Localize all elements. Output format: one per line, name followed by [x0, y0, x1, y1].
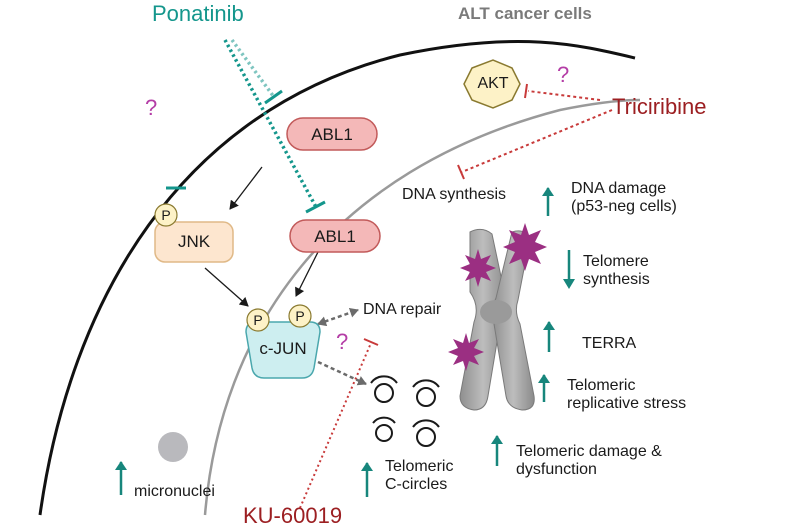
arrow-cjun-dna-repair — [317, 307, 359, 327]
jnk-label: JNK — [177, 232, 211, 251]
arrow-abl1-to-jnk — [229, 166, 263, 210]
arrow-cjun-to-c-circles — [317, 360, 367, 386]
akt-node — [463, 59, 521, 109]
ku60019-label: KU-60019 — [243, 503, 343, 528]
damage-star-icon — [448, 333, 484, 371]
ponatinib-inhibition-jnk — [166, 55, 186, 190]
akt-label: AKT — [477, 75, 509, 92]
ku60019-inhibition-dna-repair — [299, 338, 379, 509]
cell-type-label: ALT cancer cells — [458, 4, 592, 23]
micronucleus — [158, 432, 188, 462]
abl1-mid-node — [289, 219, 381, 253]
effect-terra: TERRA — [582, 335, 637, 352]
triciribine-label: Triciribine — [612, 94, 707, 119]
question-mark: ? — [336, 329, 349, 354]
damage-star-icon — [503, 223, 547, 271]
damage-star-icon — [460, 249, 496, 287]
dna-synthesis-label: DNA synthesis — [402, 186, 507, 203]
arrow-abl1-to-cjun — [295, 251, 319, 297]
phospho-label: P — [161, 207, 171, 223]
phospho-cjun-right-circle — [288, 304, 312, 328]
effect-telomeric-damage: Telomeric damage &dysfunction — [516, 443, 662, 479]
abl1-top-label: ABL1 — [311, 125, 353, 144]
cjun-label: c-JUN — [259, 339, 307, 358]
nuclear-envelope — [203, 98, 641, 516]
abl1-top-node — [286, 117, 378, 151]
effect-micronuclei: micronuclei — [134, 483, 215, 500]
phospho-label: P — [295, 308, 305, 324]
abl1-mid-label: ABL1 — [314, 227, 356, 246]
c-circles-icon — [370, 375, 440, 447]
triciribine-inhibition-akt — [524, 83, 601, 101]
question-mark: ? — [557, 62, 570, 87]
phospho-jnk-circle — [154, 203, 178, 227]
question-mark: ? — [145, 95, 158, 120]
phospho-cjun-left-circle — [246, 308, 270, 332]
triciribine-inhibition-dna-synthesis — [457, 109, 613, 180]
arrow-jnk-to-cjun — [204, 267, 249, 307]
effect-dna-damage: DNA damage(p53-neg cells) — [571, 180, 677, 216]
cell-membrane — [38, 40, 636, 516]
down-arrow-icon — [563, 250, 575, 289]
ponatinib-label: Ponatinib — [152, 1, 244, 26]
dna-repair-label: DNA repair — [363, 301, 442, 318]
ponatinib-inhibition-abl1 — [223, 39, 326, 214]
jnk-node — [154, 221, 234, 263]
phospho-label: P — [253, 312, 263, 328]
ponatinib-inhibition-akt-path — [230, 38, 283, 105]
